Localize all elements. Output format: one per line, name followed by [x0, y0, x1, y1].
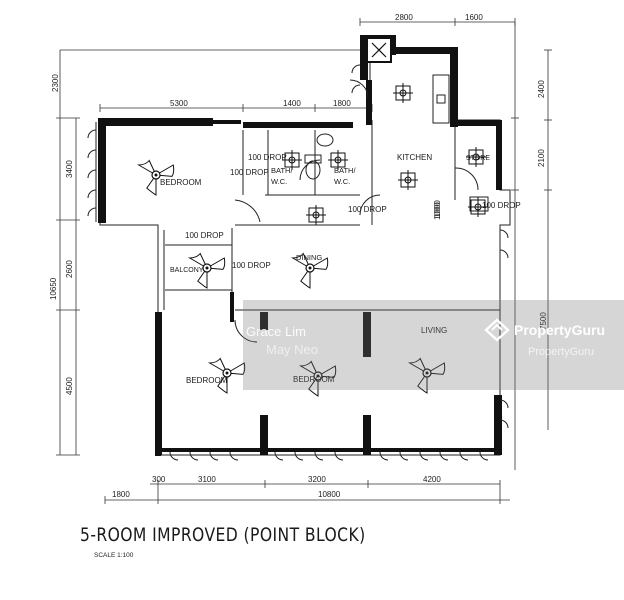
- propertyguru-brand: PropertyGuru: [514, 322, 606, 338]
- dim-top-5300: 5300: [170, 99, 188, 108]
- ceiling-fan-icon: [298, 360, 337, 397]
- plan-title: 5-ROOM IMPROVED (POINT BLOCK): [80, 524, 366, 546]
- dimension-text: 2800 1600 5300 1400 1800 2300 3400 10650…: [49, 13, 548, 499]
- plan-scale: SCALE 1:100: [94, 552, 134, 559]
- ceiling-fan-icon: [407, 357, 446, 394]
- dim-left-4500: 4500: [65, 377, 74, 395]
- dim-left-10650: 10650: [49, 277, 58, 300]
- dim-left-3400: 3400: [65, 160, 74, 178]
- label-balcony: BALCONY: [170, 267, 204, 274]
- watermark-agent-1: Grace Lim: [246, 324, 306, 339]
- light-fixture-icon: [398, 170, 418, 190]
- light-fixture-icon: [393, 83, 413, 103]
- label-living: LIVING: [421, 326, 447, 335]
- room-labels: BEDROOM BATH/ W.C. BATH/ W.C. KITCHEN ST…: [160, 153, 490, 385]
- dim-left-2300: 2300: [51, 74, 60, 92]
- label-bedroom-top: BEDROOM: [160, 178, 202, 187]
- light-fixture-icon: [468, 197, 488, 217]
- propertyguru-logo: PropertyGuru: [484, 318, 605, 342]
- dim-drop-c: 100 DROP: [232, 261, 271, 270]
- dim-bot-10800: 10800: [318, 490, 341, 499]
- label-bath-1a: BATH/: [271, 166, 293, 175]
- label-bath-2b: W.C.: [334, 177, 350, 186]
- watermark-agent-2: May Neo: [266, 342, 319, 357]
- kitchen-fixtures: [366, 37, 489, 212]
- dimension-lines: [56, 18, 552, 504]
- windows: [87, 64, 509, 461]
- light-fixture-icon: [282, 150, 302, 170]
- label-bedroom-left: BEDROOM: [186, 376, 228, 385]
- dim-drop-b: 100 DROP: [348, 205, 387, 214]
- dim-top-1800: 1800: [333, 99, 351, 108]
- dim-right-2100: 2100: [537, 149, 546, 167]
- dim-drop-1000a: 1000: [433, 200, 442, 218]
- door-swings: [234, 79, 479, 343]
- light-fixture-icon: [306, 205, 326, 225]
- dim-bot-300: 300: [152, 475, 166, 484]
- ceiling-fan-icon: [136, 159, 175, 196]
- dim-top-1600: 1600: [465, 13, 483, 22]
- dim-top-2800: 2800: [395, 13, 413, 22]
- light-fixture-icon: [466, 147, 486, 167]
- dim-right-7500: 7500: [539, 312, 548, 330]
- dim-drop-1000b: 1000: [433, 202, 442, 220]
- propertyguru-brand-faint: PropertyGuru: [528, 346, 595, 358]
- light-fixture-icon: [328, 150, 348, 170]
- propertyguru-logo-icon: [484, 318, 510, 342]
- walls: [98, 35, 502, 456]
- dim-bot-3100: 3100: [198, 475, 216, 484]
- dim-drop-e: 100 DROP: [482, 201, 521, 210]
- label-kitchen: KITCHEN: [397, 153, 432, 162]
- label-store: STORE: [466, 155, 490, 162]
- dim-left-2600: 2600: [65, 260, 74, 278]
- dim-top-1400: 1400: [283, 99, 301, 108]
- watermark-band: [243, 300, 624, 390]
- dim-bot-3200: 3200: [308, 475, 326, 484]
- light-fixture-icon: [282, 83, 488, 225]
- label-bedroom-mid: BEDROOM: [293, 375, 335, 384]
- dim-drop-d: 100 DROP: [185, 231, 224, 240]
- dim-right-2400: 2400: [537, 80, 546, 98]
- ceiling-fan-icon: [290, 252, 329, 289]
- label-bath-1b: W.C.: [271, 177, 287, 186]
- label-bath-2a: BATH/: [334, 166, 356, 175]
- ceiling-fan-icon: [136, 159, 446, 397]
- dim-bot-4200: 4200: [423, 475, 441, 484]
- dim-bot-1800: 1800: [112, 490, 130, 499]
- ceiling-fan-icon: [207, 357, 246, 394]
- dim-drop-f: 100 DROP: [230, 168, 269, 177]
- ceiling-fan-icon: [187, 252, 226, 289]
- dim-drop-a: 100 DROP: [248, 153, 287, 162]
- label-dining: DINING: [296, 253, 322, 262]
- bath-fixtures: [304, 133, 334, 180]
